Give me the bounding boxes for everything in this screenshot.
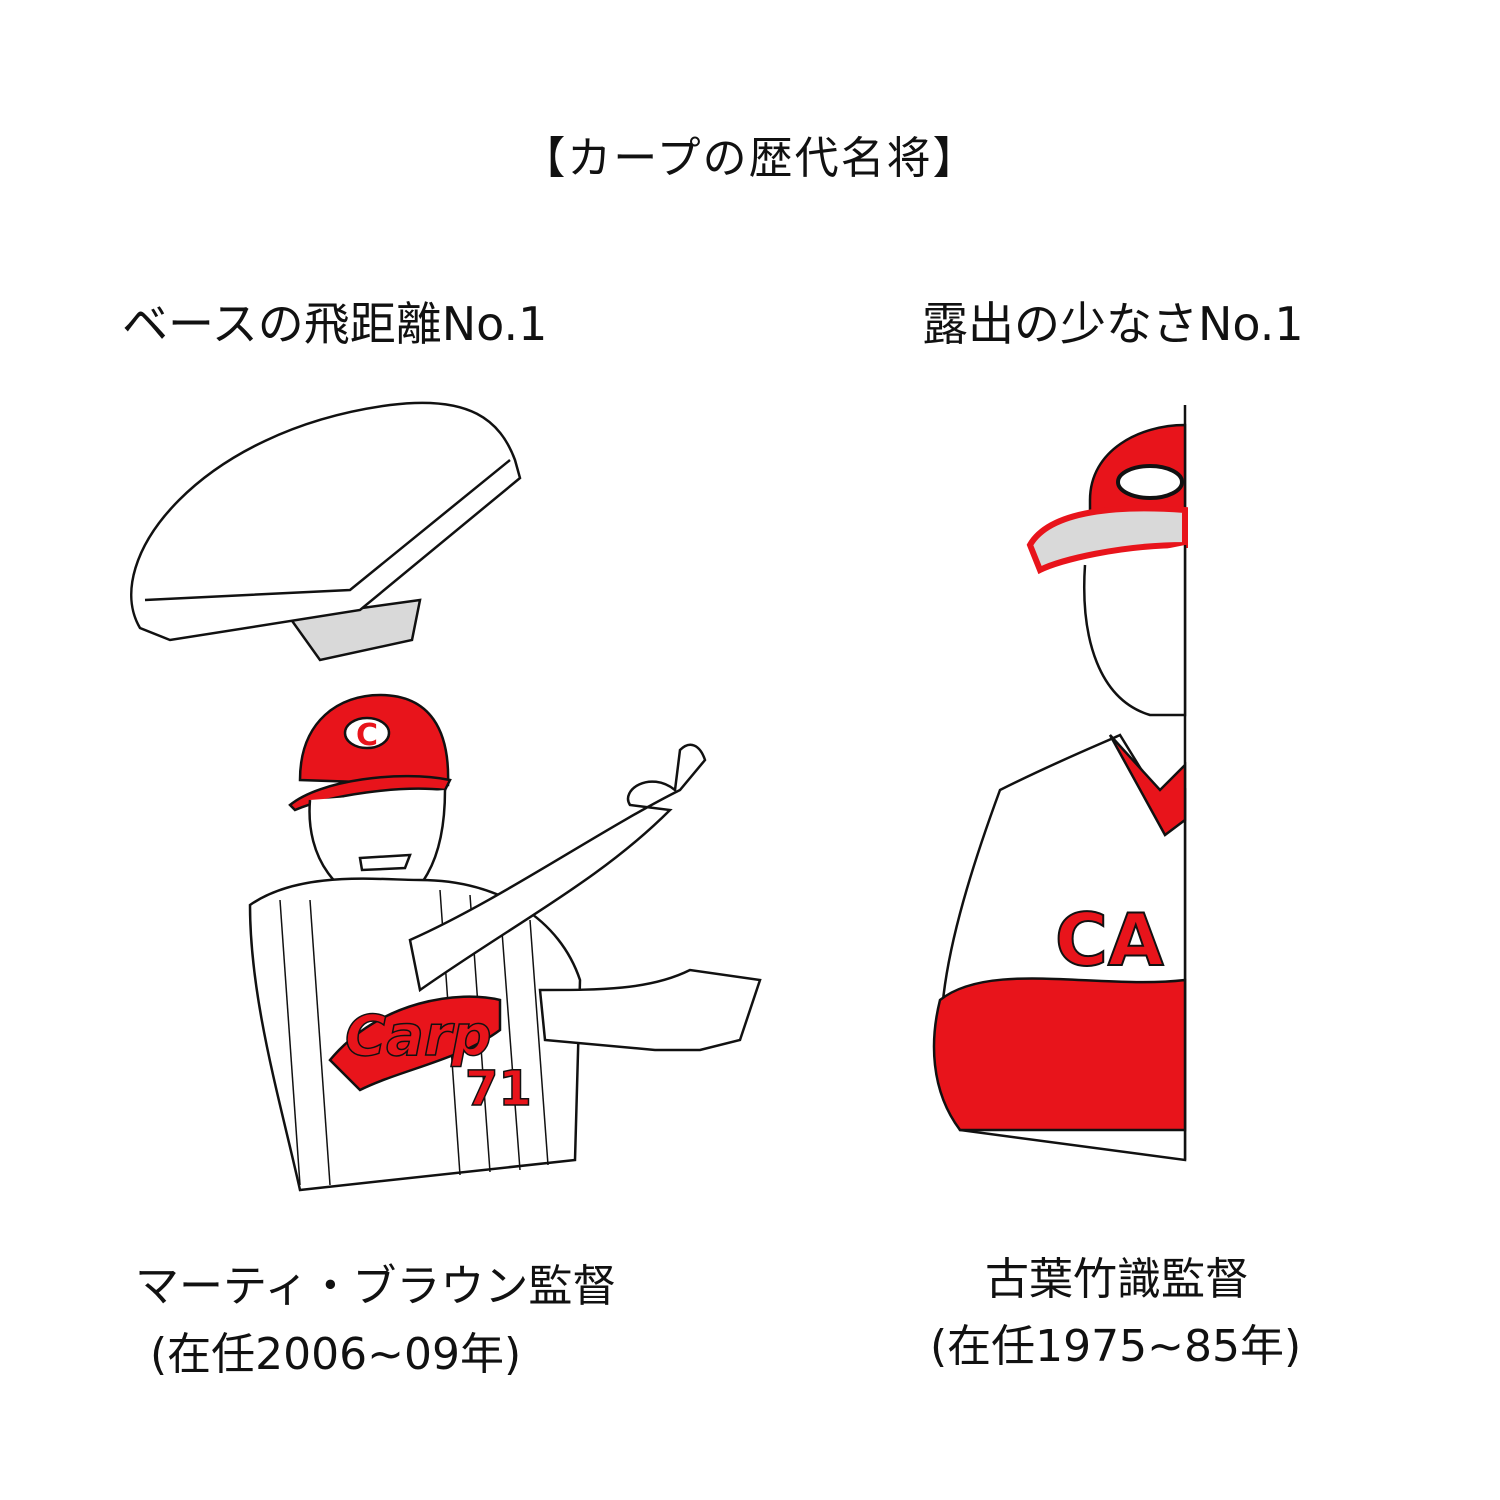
right-caption-name: 古葉竹識監督	[985, 1254, 1249, 1305]
base-illustration	[130, 401, 522, 662]
right-caption-term: (在任1975~85年)	[930, 1321, 1302, 1372]
page-title: 【カープの歴代名将】	[521, 133, 979, 184]
left-heading: ベースの飛距離No.1	[122, 297, 548, 351]
cap-logo: C	[356, 718, 378, 753]
koba-figure: CA	[932, 405, 1188, 1162]
brown-figure: C Carp 71	[248, 693, 762, 1192]
jersey-letters: CA	[1055, 898, 1164, 982]
left-caption-term: (在任2006~09年)	[150, 1329, 522, 1380]
jersey-script: Carp	[345, 1004, 492, 1069]
right-heading: 露出の少なさNo.1	[922, 297, 1304, 351]
jersey-number: 71	[465, 1061, 532, 1117]
left-caption-name: マーティ・ブラウン監督	[135, 1261, 617, 1312]
